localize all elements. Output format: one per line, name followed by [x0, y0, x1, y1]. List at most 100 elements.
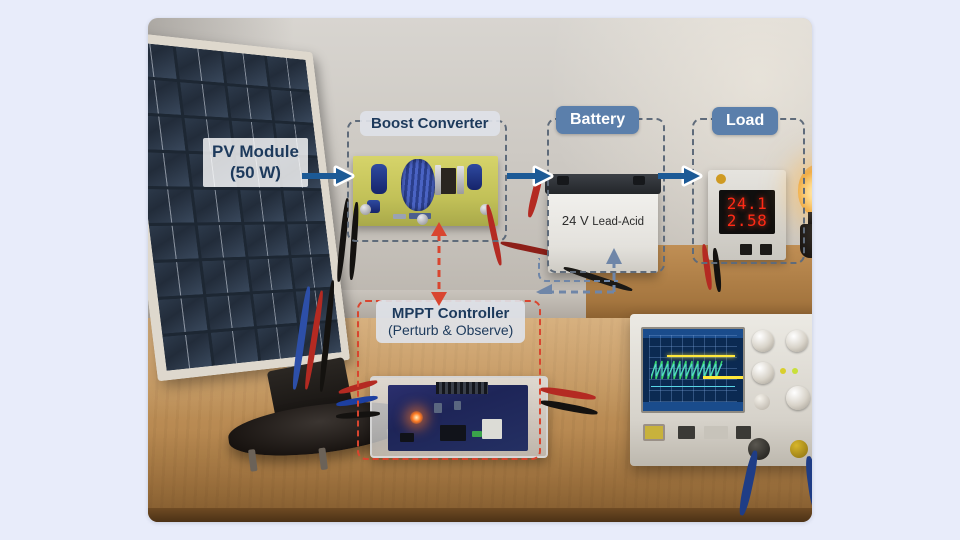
- pv-cell: [243, 224, 289, 257]
- pv-cell: [291, 256, 334, 289]
- module-chip: [482, 419, 502, 439]
- pv-cell: [248, 258, 293, 292]
- boost-converter-label-title: Boost Converter: [371, 115, 489, 132]
- digital-panel-meter: 24.1 2.58: [708, 170, 786, 260]
- pin-header: [436, 382, 488, 394]
- battery-printed-label: 24 V Lead-Acid: [548, 212, 658, 231]
- meter-display: 24.1 2.58: [719, 190, 775, 234]
- workbench-edge: [148, 507, 812, 522]
- board-resistor: [393, 214, 406, 219]
- scope-menu-bar: [643, 329, 743, 338]
- pv-cell: [287, 223, 330, 256]
- scope-indicator-led: [780, 368, 786, 374]
- capacitor-output: [467, 164, 482, 190]
- pv-cell: [148, 41, 177, 79]
- smd-component: [434, 403, 442, 413]
- scope-status-bar: [643, 402, 743, 411]
- scope-knob-small[interactable]: [754, 394, 770, 410]
- scope-knob-horizontal[interactable]: [786, 330, 808, 352]
- lead-acid-battery: 24 V Lead-Acid: [545, 168, 661, 273]
- pv-cell: [202, 259, 250, 294]
- power-mosfet: [439, 168, 456, 194]
- pv-cell: [239, 190, 285, 222]
- pv-cell: [148, 115, 186, 151]
- battery-terminal-positive: [557, 176, 569, 185]
- battery-case: [548, 186, 658, 273]
- battery-chemistry-text: Lead-Acid: [592, 216, 645, 228]
- scope-indicator-led: [792, 368, 798, 374]
- pv-cell: [256, 325, 301, 361]
- battery-voltage-text: 24 V: [561, 213, 589, 228]
- scope-usb-port[interactable]: [643, 424, 665, 441]
- load-label: Load: [712, 107, 779, 135]
- pv-cell: [162, 333, 213, 371]
- scope-bnc-channel2[interactable]: [790, 440, 808, 458]
- pv-cell: [270, 89, 314, 123]
- scope-knob-position[interactable]: [786, 386, 810, 410]
- scope-waveform-cyan: [651, 386, 735, 387]
- pv-cell: [222, 51, 268, 87]
- pv-cell: [226, 86, 272, 121]
- smd-component: [400, 433, 414, 442]
- pv-cell: [158, 297, 208, 334]
- scope-knob-trigger[interactable]: [752, 362, 774, 384]
- lamp-socket: [800, 224, 812, 258]
- smd-component: [454, 401, 461, 410]
- boost-converter-board: [353, 156, 498, 226]
- meter-button[interactable]: [760, 244, 772, 255]
- mppt-controller-label-title: MPPT Controller: [391, 305, 510, 322]
- microcontroller-chip: [440, 425, 466, 441]
- pv-cell: [266, 55, 310, 90]
- meter-voltage-reading: 24.1: [726, 193, 768, 213]
- lamp-neck: [808, 212, 812, 226]
- scope-button[interactable]: [736, 426, 751, 439]
- battery-top-plate: [545, 174, 661, 194]
- battery-terminal-negative: [633, 176, 645, 185]
- meter-button[interactable]: [740, 244, 752, 255]
- pv-cell: [252, 291, 297, 327]
- meter-current-reading: 2.58: [726, 211, 768, 230]
- pv-cell: [148, 152, 191, 187]
- scope-button[interactable]: [678, 426, 695, 439]
- incandescent-lamp: [796, 164, 812, 264]
- mppt-controller-board: [388, 382, 528, 451]
- pv-cell: [148, 78, 182, 115]
- scope-knob-vertical[interactable]: [752, 330, 774, 352]
- pv-cell: [283, 190, 326, 222]
- heatsink-tab: [435, 165, 441, 195]
- pv-cell: [148, 225, 199, 260]
- mppt-controller-label-subtitle: (Perturb & Observe): [388, 322, 514, 338]
- battery-label: Battery: [556, 106, 640, 134]
- scope-button-wide[interactable]: [704, 426, 728, 439]
- board-terminal: [417, 214, 428, 225]
- scope-waveform-yellow-step: [703, 376, 743, 379]
- oscilloscope-control-panel: [746, 324, 812, 416]
- pv-cell: [206, 294, 254, 330]
- mppt-controller-label: MPPT Controller (Perturb & Observe): [376, 300, 526, 343]
- load-label-title: Load: [726, 112, 765, 129]
- lamp-glass-bulb: [798, 164, 812, 216]
- smd-component: [472, 431, 482, 437]
- pv-cell: [153, 261, 204, 297]
- capacitor-large: [371, 164, 387, 194]
- lab-photograph: 24 V Lead-Acid 24.1 2.58: [148, 18, 812, 522]
- scope-waveform-yellow: [667, 355, 735, 357]
- mppt-controller-enclosure: [370, 376, 548, 458]
- battery-label-title: Battery: [570, 111, 626, 128]
- pv-cell: [148, 189, 195, 223]
- board-terminal: [360, 204, 371, 215]
- boost-converter-label: Boost Converter: [360, 111, 500, 136]
- scope-waveform-sawtooth: [651, 360, 723, 380]
- pv-cell: [193, 189, 241, 223]
- status-led: [410, 411, 423, 424]
- heatsink-tab: [457, 166, 464, 194]
- toroidal-inductor: [401, 159, 435, 211]
- pv-cell: [211, 329, 258, 366]
- oscilloscope-display: [641, 327, 745, 413]
- pv-module-panel: [148, 30, 350, 382]
- pv-cell: [175, 46, 224, 83]
- oscilloscope: [630, 314, 812, 466]
- pv-module-label: PV Module (50 W): [203, 138, 308, 188]
- meter-knob: [716, 174, 726, 184]
